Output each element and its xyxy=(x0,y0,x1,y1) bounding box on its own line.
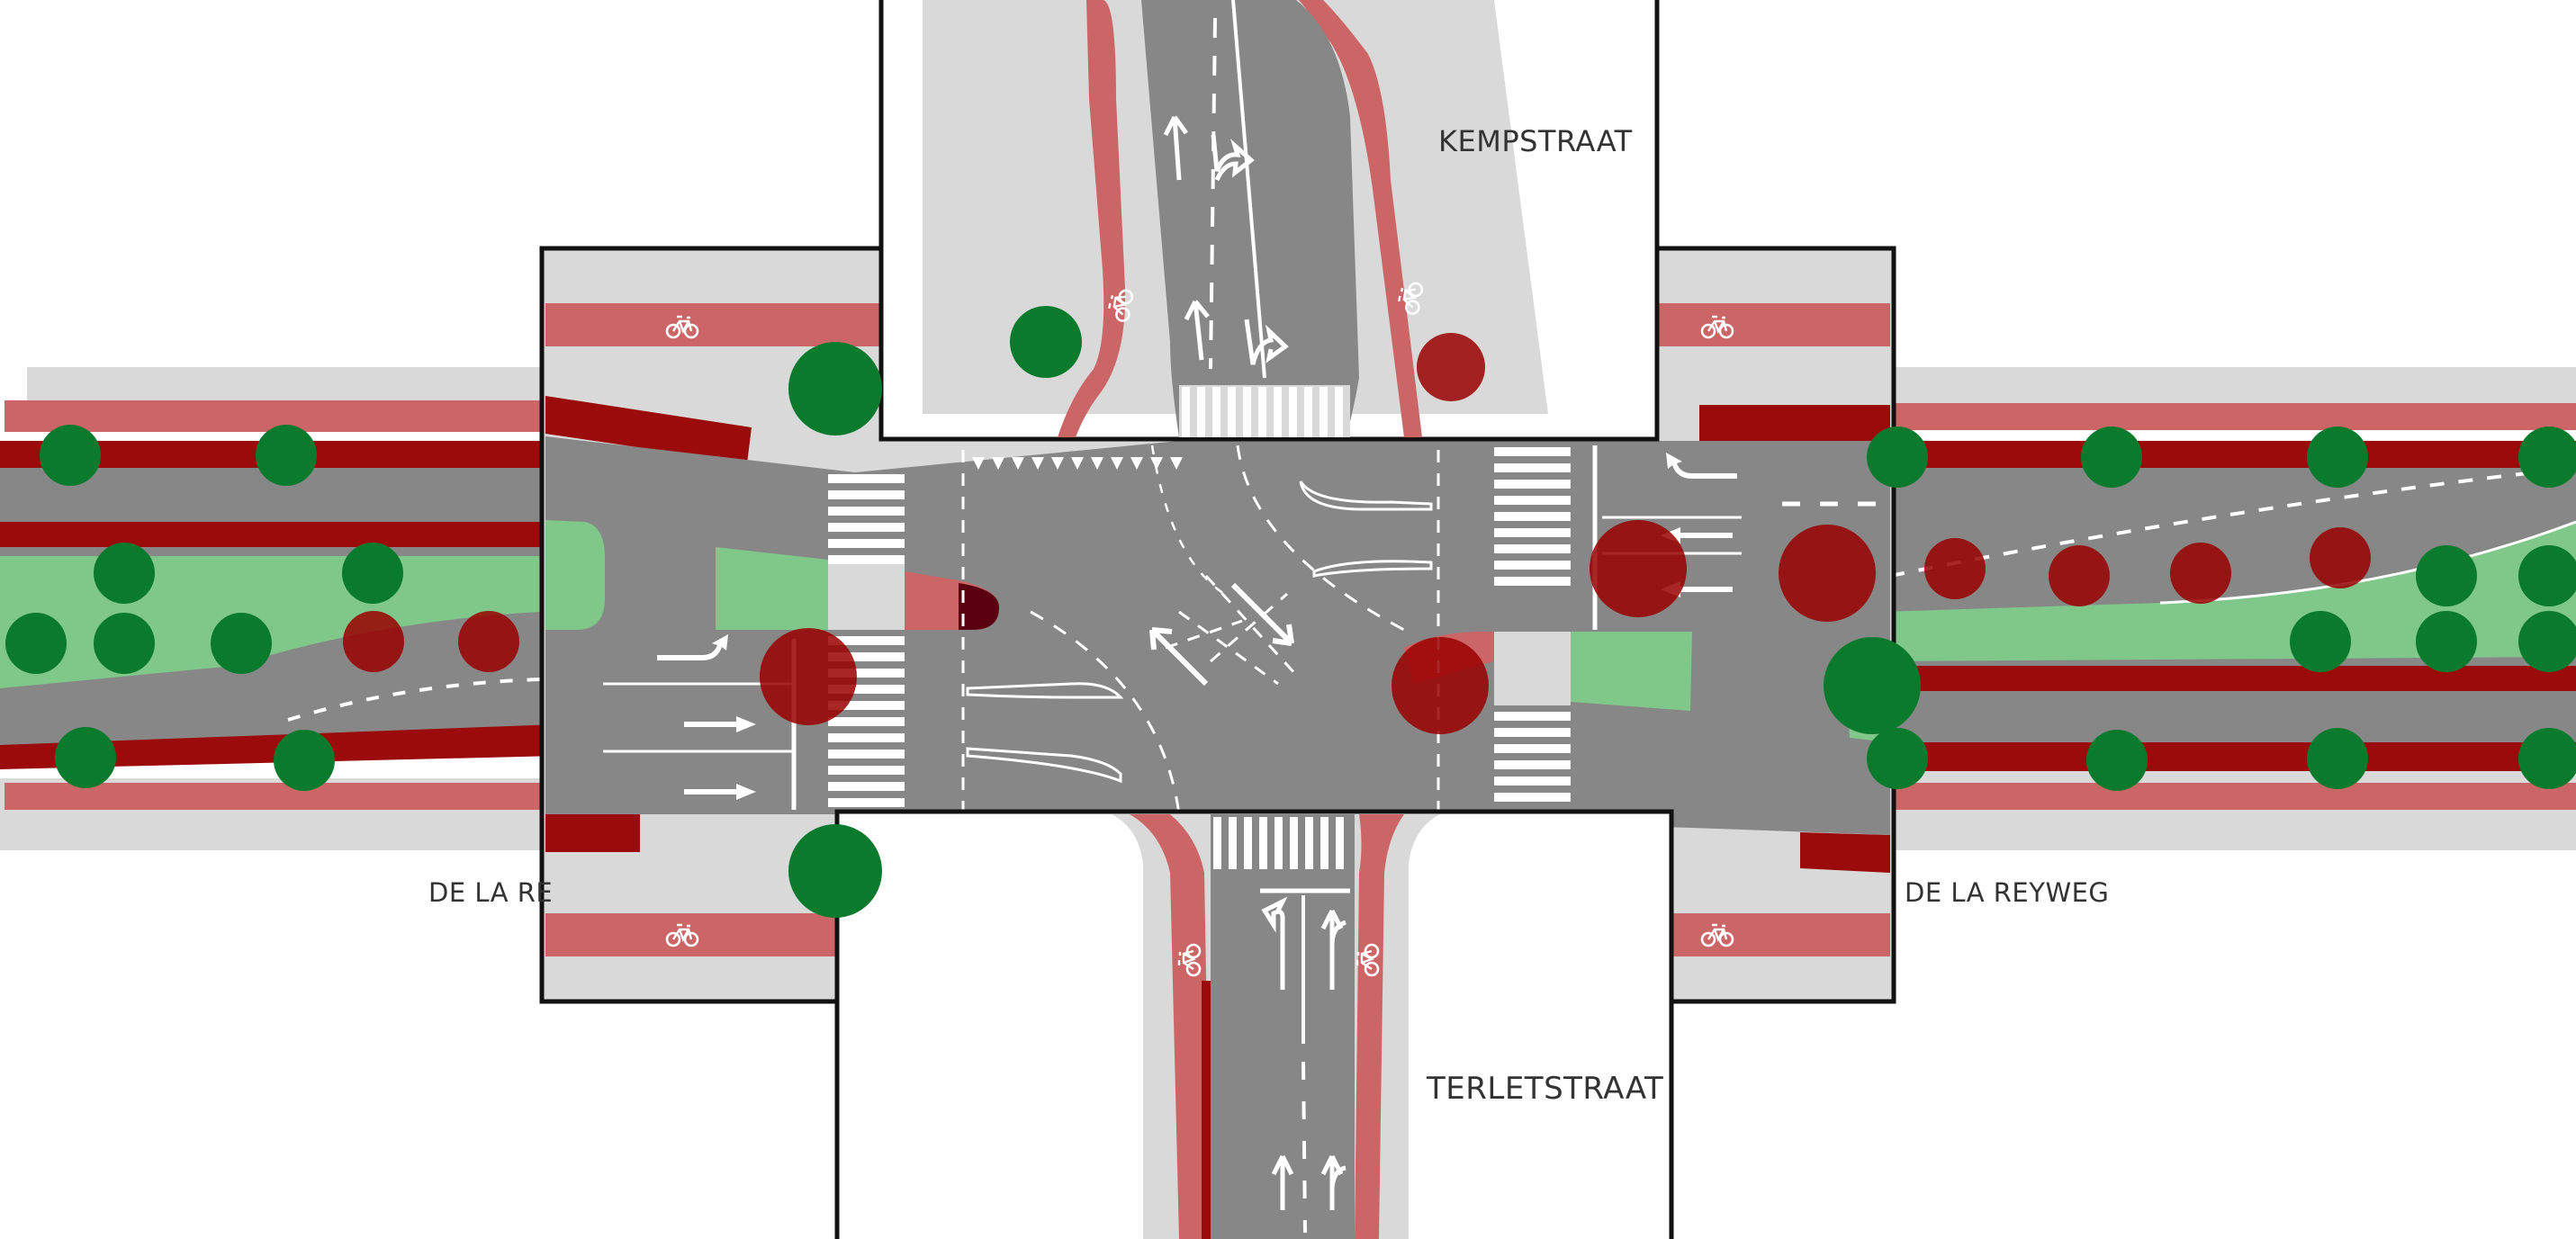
parking-strip-panel-nw xyxy=(545,396,752,463)
lane-arrow-icon xyxy=(1320,909,1347,990)
cycle-path-north-east xyxy=(1299,0,1422,437)
cycle-path-west-south xyxy=(5,783,563,810)
turn-guide-line xyxy=(1165,574,1298,686)
tree-icon xyxy=(788,824,882,918)
lane-arrow-icon xyxy=(1163,115,1189,181)
tree-icon xyxy=(2086,730,2148,791)
cycle-path-panel-ne xyxy=(1656,303,1890,346)
tree-icon xyxy=(2416,611,2477,672)
tree-icon xyxy=(2290,611,2351,672)
cycle-path-south-east xyxy=(1355,814,1404,1239)
median-island-east-green xyxy=(1571,632,1692,711)
tree-icon xyxy=(1590,520,1687,617)
parking-strip-panel-sw xyxy=(545,814,640,852)
tree-icon xyxy=(1824,637,1921,734)
median-east xyxy=(1881,522,2576,661)
tree-icon xyxy=(55,727,116,788)
lane-arrow-icon xyxy=(1184,300,1210,361)
cycle-path-south-west xyxy=(1130,814,1211,1239)
tree-icon xyxy=(788,342,882,435)
tree-icon xyxy=(760,628,857,725)
tree-icon xyxy=(458,611,519,672)
parking-strip-east-mid xyxy=(1881,666,2576,691)
island-marking xyxy=(1312,560,1433,578)
tree-icon xyxy=(1392,637,1489,734)
tree-icon xyxy=(94,613,155,674)
parking-strip-east-south xyxy=(1881,742,2576,771)
cycle-path-panel-se xyxy=(1670,913,1890,956)
tree-icon xyxy=(1010,306,1082,378)
crosswalk-west xyxy=(828,474,905,807)
parking-strip-west-mid xyxy=(0,522,558,547)
tree-icon xyxy=(2310,527,2371,588)
island-marking xyxy=(1299,480,1433,511)
parking-strip-panel-ne xyxy=(1699,405,1890,443)
cycle-path-north-west xyxy=(1058,0,1126,437)
tree-icon xyxy=(2307,426,2368,488)
tree-icon xyxy=(1924,538,1986,599)
parking-strip-south-west xyxy=(1202,981,1213,1239)
median-island-west-tip xyxy=(959,583,999,630)
tree-icon-group xyxy=(5,306,2576,918)
lane-arrow-icon xyxy=(1320,1154,1347,1210)
street-label-west: DE LA RE xyxy=(428,877,554,908)
median-island-west-nose xyxy=(716,547,828,630)
lane-arrow-icon xyxy=(1149,627,1209,687)
tree-icon xyxy=(1867,426,1928,488)
lane-marking-east xyxy=(1889,466,2575,578)
crosswalk-south xyxy=(1213,817,1344,869)
tree-icon xyxy=(5,613,67,674)
crosswalk-north xyxy=(1182,387,1343,437)
tree-icon xyxy=(2307,728,2368,789)
median-island-west-grey xyxy=(828,564,905,630)
street-label-east: DE LA REYWEG xyxy=(1905,877,2110,908)
turn-guide-line xyxy=(1150,444,1225,596)
lane-arrow-icon xyxy=(1271,1154,1294,1210)
lane-marking-west xyxy=(287,678,541,722)
tree-icon xyxy=(2518,545,2576,606)
median-island-west xyxy=(545,520,605,630)
street-label-south: TERLETSTRAAT xyxy=(1427,1071,1664,1107)
tree-icon xyxy=(274,730,335,791)
tree-icon xyxy=(2170,543,2231,604)
tree-icon xyxy=(1867,728,1928,789)
street-label-north: KEMPSTRAAT xyxy=(1438,124,1633,158)
tree-icon xyxy=(2518,728,2576,789)
shark-teeth xyxy=(972,457,1183,470)
parking-strip-panel-se xyxy=(1800,832,1890,873)
parking-strip-east-north xyxy=(1890,441,2576,472)
cycle-path-panel-nw xyxy=(545,303,887,346)
crosswalk-east xyxy=(1494,447,1571,802)
tree-icon xyxy=(211,613,272,674)
lane-arrow-icon xyxy=(1211,134,1255,182)
removed-tree-icon-group xyxy=(343,333,2371,734)
tree-icon xyxy=(94,543,155,604)
tree-icon xyxy=(2518,611,2576,672)
cycle-path-east-north xyxy=(1890,403,2576,430)
cycle-path-east-south xyxy=(1881,783,2576,810)
lane-arrow-icon xyxy=(1261,896,1288,990)
lane-line-south xyxy=(1302,1061,1307,1234)
tree-icon xyxy=(343,611,404,672)
tree-icon xyxy=(2518,426,2576,488)
island-marking xyxy=(966,682,1124,699)
tree-icon xyxy=(2049,545,2110,606)
tree-icon xyxy=(2081,426,2142,488)
lane-line-north xyxy=(1231,0,1266,379)
tree-icon xyxy=(1417,333,1485,401)
island-marking xyxy=(966,747,1122,784)
tree-icon xyxy=(342,543,403,604)
tree-icon xyxy=(2416,545,2477,606)
turn-guide-line xyxy=(1030,610,1181,815)
tree-icon xyxy=(40,425,101,486)
lane-arrow-icon xyxy=(1244,319,1289,365)
tree-icon xyxy=(1779,525,1876,622)
median-edge-east xyxy=(2159,520,2576,605)
lane-arrow-icon xyxy=(1230,582,1294,646)
tree-icon xyxy=(256,425,317,486)
turn-guide-line xyxy=(1236,444,1405,632)
median-island-east-grey xyxy=(1494,632,1571,705)
